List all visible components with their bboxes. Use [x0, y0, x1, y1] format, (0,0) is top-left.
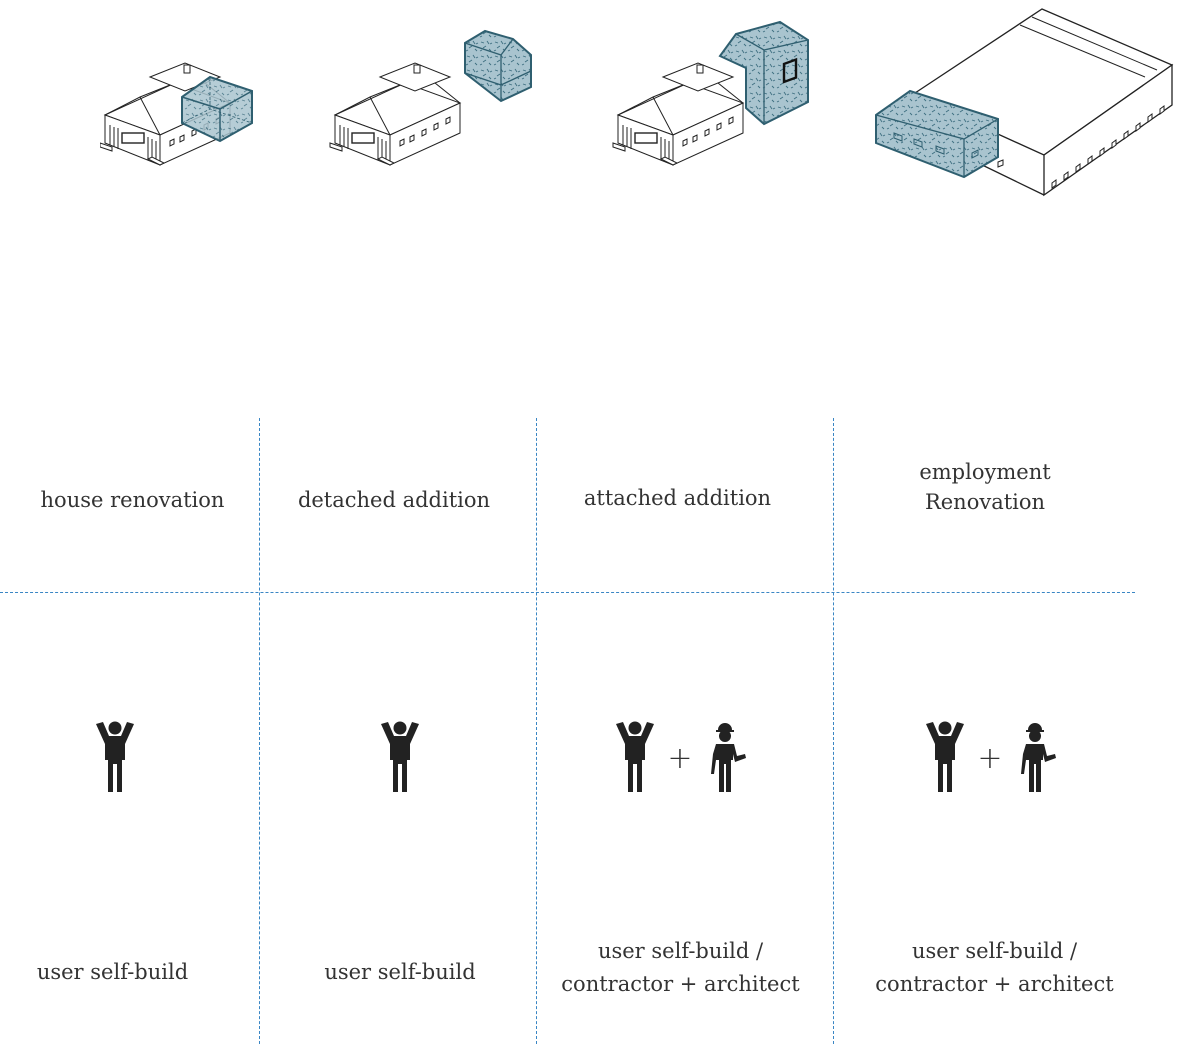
- category-label-house-renovation: house renovation: [40, 488, 225, 512]
- house-renovation-icon: [100, 62, 253, 166]
- column-divider-2: [536, 418, 537, 1044]
- detached-addition-illustration: [325, 25, 540, 170]
- people-group-2: [345, 718, 455, 798]
- builder-label-line: contractor + architect: [875, 972, 1114, 996]
- builder-label-3: user self-build / contractor + architect: [548, 935, 813, 1001]
- category-label-employment-renovation: employment Renovation: [885, 457, 1085, 517]
- row-divider: [0, 592, 1135, 593]
- builder-label-line: user self-build /: [597, 939, 764, 963]
- contractor-icon: [1020, 723, 1056, 792]
- column-divider-3: [833, 418, 834, 1044]
- employment-renovation-icon: [875, 8, 1174, 197]
- user-icon: [96, 721, 134, 792]
- category-label-attached-addition: attached addition: [583, 486, 772, 510]
- user-icon: [381, 721, 419, 792]
- builder-label-line: user self-build /: [911, 939, 1078, 963]
- plus-sign: +: [977, 740, 1003, 776]
- people-group-3: +: [585, 718, 775, 798]
- attached-addition-icon: [612, 20, 809, 166]
- employment-renovation-illustration: [872, 5, 1177, 200]
- category-label-detached-addition: detached addition: [297, 488, 491, 512]
- builder-label-4: user self-build / contractor + architect: [862, 935, 1127, 1001]
- contractor-icon: [710, 723, 746, 792]
- detached-addition-icon: [329, 29, 532, 166]
- people-group-1: [60, 718, 170, 798]
- builder-label-2: user self-build: [324, 960, 476, 984]
- builder-label-1: user self-build: [36, 960, 189, 984]
- builder-label-line: contractor + architect: [561, 972, 800, 996]
- house-renovation-illustration: [100, 55, 260, 170]
- user-icon: [616, 721, 655, 792]
- category-label-line: Renovation: [924, 490, 1046, 514]
- user-icon: [926, 721, 965, 792]
- column-divider-1: [259, 418, 260, 1044]
- attached-addition-illustration: [608, 20, 818, 170]
- plus-sign: +: [667, 740, 693, 776]
- people-group-4: +: [895, 718, 1085, 798]
- category-label-line: employment: [919, 460, 1051, 484]
